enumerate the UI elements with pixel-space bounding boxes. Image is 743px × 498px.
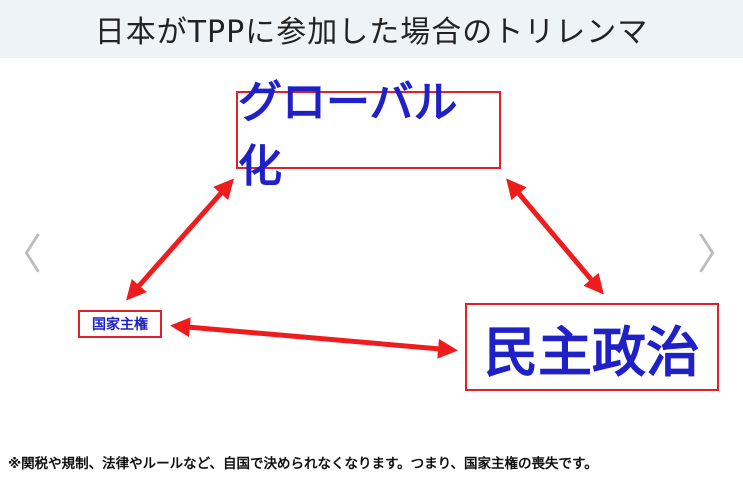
node-sovereignty-label: 国家主権 (92, 317, 148, 333)
node-democracy-label: 民主政治 (484, 320, 700, 384)
next-slide-chevron-icon[interactable]: 〉 (697, 228, 739, 279)
prev-glyph: 〈 (0, 229, 43, 279)
node-globalization-label: グローバル化 (238, 77, 458, 192)
node-democracy: 民主政治 (465, 303, 719, 391)
arrow-globalization-democracy (506, 178, 604, 295)
prev-slide-chevron-icon[interactable]: 〈 (0, 228, 42, 279)
title-bar: 日本がTPPに参加した場合のトリレンマ (0, 0, 743, 58)
trilemma-diagram: グローバル化 民主政治 国家主権 〈 〉 (0, 58, 743, 498)
page-title: 日本がTPPに参加した場合のトリレンマ (94, 15, 649, 50)
node-sovereignty: 国家主権 (78, 310, 162, 338)
footnote: ※関税や規制、法律やルールなど、自国で決められなくなります。つまり、国家主権の喪… (8, 456, 598, 472)
node-globalization: グローバル化 (236, 77, 501, 192)
next-glyph: 〉 (697, 229, 740, 279)
arrows-layer (126, 178, 604, 359)
arrow-sovereignty-democracy (170, 317, 458, 359)
arrow-globalization-sovereignty (126, 178, 234, 301)
